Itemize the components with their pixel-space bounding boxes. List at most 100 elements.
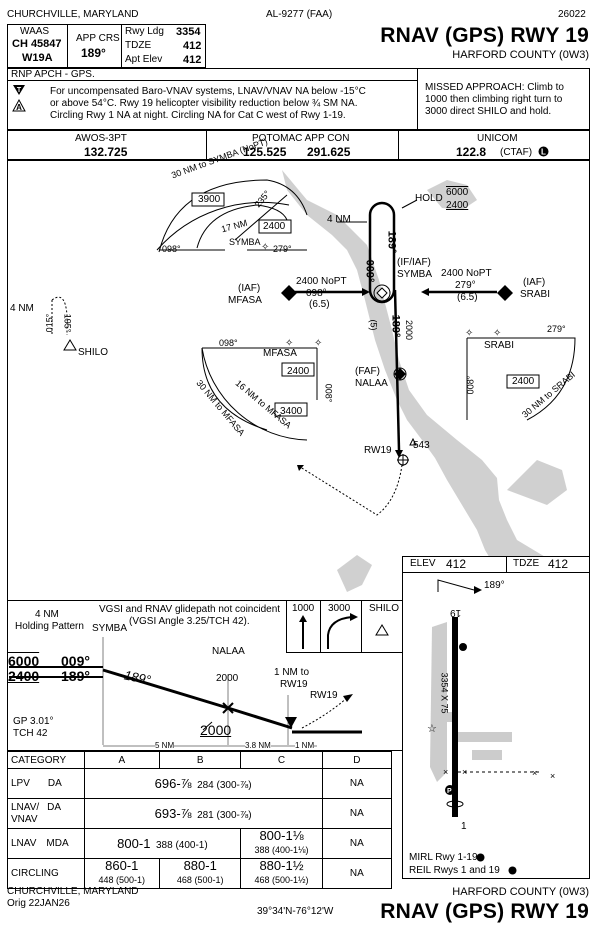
mins-circ-b-hat: 468 (500-1) bbox=[176, 875, 224, 885]
hold-4nm: 4 NM bbox=[327, 214, 351, 225]
svg-text:P: P bbox=[447, 788, 452, 795]
mfasa-iaf-label: (IAF) bbox=[238, 283, 261, 294]
mins-lnavvnav-type: DA bbox=[47, 801, 62, 813]
info-box bbox=[7, 24, 206, 68]
final-course: 189° bbox=[389, 314, 402, 338]
mins-circ-a-hat: 448 (500-1) bbox=[98, 875, 146, 885]
srabi-iaf-label: (IAF) bbox=[523, 277, 546, 288]
mins-lnavvnav-value: 693-⅞ bbox=[154, 806, 192, 821]
profile-graphics bbox=[9, 637, 362, 747]
profile-rw19-a: RW19 bbox=[280, 679, 308, 690]
missed-icons bbox=[286, 600, 403, 653]
svg-text:L: L bbox=[541, 148, 546, 157]
missed-approach-3: 3000 direct SHILO and hold. bbox=[425, 106, 552, 117]
srabi-taa-alt: 2400 bbox=[512, 376, 535, 387]
profile-crs-009: 009° bbox=[61, 653, 90, 669]
notes-line-2: or above 54°C. Rwy 19 helicopter visibil… bbox=[50, 98, 358, 109]
mins-header-category: CATEGORY bbox=[7, 751, 85, 769]
mins-lnav-d: NA bbox=[321, 828, 393, 859]
profile-nalaa: NALAA bbox=[212, 646, 245, 657]
reil-lighting-icon bbox=[508, 866, 517, 875]
mins-circ-c-hat: 468 (500-1½) bbox=[254, 875, 309, 885]
mins-circ-d: NA bbox=[321, 858, 393, 889]
profile-holding-2: Holding Pattern bbox=[15, 621, 84, 632]
mins-header-b: B bbox=[159, 751, 242, 769]
symba-taa-alt2: 2400 bbox=[263, 221, 286, 232]
rw19-waypoint-icon bbox=[397, 454, 409, 466]
rnp-note: RNP APCH - GPS. bbox=[11, 69, 95, 80]
svg-text:×: × bbox=[443, 767, 448, 777]
mins-lpv-hat: 284 (300-⅞) bbox=[197, 780, 252, 791]
final-distance: (5) bbox=[368, 319, 379, 331]
sketch-tdze-label: TDZE bbox=[513, 558, 540, 569]
profile-1nm-to: 1 NM to bbox=[274, 667, 310, 678]
svg-text:T: T bbox=[17, 87, 22, 94]
header-chart-id: AL-9277 (FAA) bbox=[266, 9, 333, 20]
srabi-taa-008: 008° bbox=[465, 375, 476, 395]
mins-circ-a: 860-1 bbox=[105, 858, 139, 873]
mirl-lighting-icon bbox=[476, 853, 485, 862]
srabi-alt: 2400 NoPT bbox=[441, 268, 492, 279]
sketch-rwy-19: 19 bbox=[450, 607, 462, 618]
profile-alt-2400: 2400 bbox=[8, 668, 40, 684]
nalaa-label: NALAA bbox=[355, 378, 388, 389]
approach-label: POTOMAC APP CON bbox=[252, 133, 350, 144]
notes-line-1: For uncompensated Baro-VNAV systems, LNA… bbox=[50, 86, 366, 97]
ctaf-label: (CTAF) bbox=[500, 147, 533, 158]
mins-header-c: C bbox=[240, 751, 323, 769]
sketch-mirl: MIRL Rwy 1-19 bbox=[409, 852, 478, 863]
approach-freq-2: 291.625 bbox=[307, 145, 351, 159]
lighting-icon: L bbox=[538, 146, 549, 157]
hold-189: 189° bbox=[385, 230, 398, 254]
mfasa-taa-fix: MFASA bbox=[263, 348, 297, 359]
rw19-label: RW19 bbox=[364, 445, 392, 456]
srabi-fix-icon bbox=[497, 285, 513, 301]
missed-icon-shilo: SHILO bbox=[369, 603, 400, 614]
mins-circling-label: CIRCLING bbox=[7, 858, 85, 889]
svg-text:×: × bbox=[462, 767, 467, 777]
rwy-ldg-value: 3354 bbox=[176, 26, 201, 38]
app-crs-value: 189° bbox=[81, 46, 106, 60]
mfasa-label: MFASA bbox=[228, 295, 262, 306]
sketch-reil: REIL Rwys 1 and 19 bbox=[409, 865, 500, 876]
svg-text:☆: ☆ bbox=[427, 723, 437, 735]
mins-lnavvnav-hat: 281 (300-⅞) bbox=[197, 810, 252, 821]
tdze-value: 412 bbox=[183, 40, 202, 52]
profile-gp: GP 3.01° bbox=[13, 716, 54, 727]
symba-label: SYMBA bbox=[397, 269, 433, 280]
mins-circ-c: 880-1½ bbox=[259, 858, 304, 873]
nalaa-fix-icon bbox=[393, 367, 407, 381]
tdze-label: TDZE bbox=[125, 40, 152, 51]
mins-lpv-d: NA bbox=[321, 768, 393, 799]
profile-glide-alt: 2000 bbox=[200, 722, 232, 738]
mfasa-taa-alt1: 2400 bbox=[287, 366, 310, 377]
profile-symba: SYMBA bbox=[92, 623, 128, 634]
profile-dist-2: 3.8 NM bbox=[245, 741, 271, 750]
shilo-4nm: 4 NM bbox=[10, 303, 34, 314]
mfasa-taa-alt2: 3400 bbox=[280, 406, 303, 417]
waypoint-stars-icon: ✧ ✧ ✧ ✧ ✧ bbox=[261, 242, 501, 349]
comms-box bbox=[7, 130, 590, 160]
waas-label: WAAS bbox=[20, 26, 50, 37]
mfasa-taa-098: 098° bbox=[219, 338, 238, 348]
profile-holding-1: 4 NM bbox=[35, 609, 59, 620]
profile-vgsi-1: VGSI and RNAV glidepath not coincident bbox=[99, 604, 281, 615]
apt-elev-value: 412 bbox=[183, 54, 202, 66]
mins-lnav-c-hat: 388 (400-1⅛) bbox=[254, 845, 309, 855]
mins-lnavvnav-label: LNAV/ bbox=[11, 801, 40, 813]
svg-text:A: A bbox=[16, 103, 22, 112]
hold-alt-bot: 2400 bbox=[446, 200, 469, 211]
sketch-crs: 189° bbox=[484, 580, 505, 591]
header-title: RNAV (GPS) RWY 19 bbox=[380, 24, 589, 47]
footer-orig: Orig 22JAN26 bbox=[7, 898, 70, 909]
hold-alt-top: 6000 bbox=[446, 187, 469, 198]
obstacle-elev: 543 bbox=[413, 440, 430, 451]
mfasa-crs: 098° bbox=[306, 288, 327, 299]
mfasa-fix-icon bbox=[281, 285, 297, 301]
profile-dist-1: 5 NM bbox=[155, 741, 175, 750]
header-airport: HARFORD COUNTY (0W3) bbox=[452, 49, 589, 61]
